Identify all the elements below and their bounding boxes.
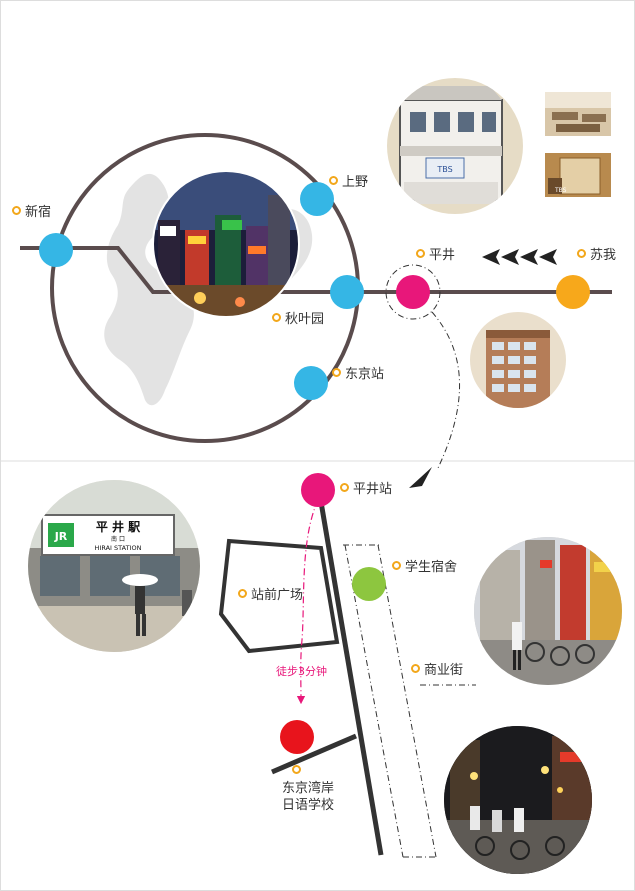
label-akihabara-text: 秋叶园 — [285, 312, 325, 327]
station-dot-hirai — [396, 275, 430, 309]
label-hirai: 平井 — [416, 248, 455, 264]
walk-route — [296, 499, 319, 705]
building-sign-text: TBS — [436, 165, 452, 174]
label-hirai-station: 平井站 — [340, 482, 392, 498]
street-day-photo — [474, 537, 622, 685]
place-marker-icon — [392, 561, 401, 570]
zoom-connector — [431, 311, 460, 469]
place-marker-icon — [238, 589, 247, 598]
station-marker-icon — [416, 249, 425, 258]
side-street — [271, 733, 357, 775]
label-school-line1: 东京湾岸 — [282, 781, 335, 796]
label-shinjuku-text: 新宿 — [25, 205, 52, 220]
school-dot — [280, 720, 314, 754]
direction-arrows — [482, 249, 557, 265]
main-street — [317, 495, 384, 856]
dormitory-dot — [352, 567, 386, 601]
label-station-square-text: 站前广场 — [251, 588, 304, 603]
hirai-station-photo: JR 平 井 駅 南 口 HIRAI STATION — [28, 480, 200, 652]
station-sign-sub: 南 口 — [111, 535, 125, 543]
entrance-sign-text: TBS — [554, 187, 567, 194]
label-shopping-street-text: 商业街 — [424, 663, 464, 678]
label-school-line2: 日语学校 — [282, 798, 335, 813]
label-ueno: 上野 — [329, 175, 368, 191]
label-school-marker — [292, 764, 305, 780]
station-dot-ueno — [300, 182, 334, 216]
station-dot-soga — [556, 275, 590, 309]
station-marker-icon — [12, 206, 21, 215]
label-akihabara: 秋叶园 — [272, 312, 324, 328]
station-marker-icon — [329, 176, 338, 185]
label-hirai-text: 平井 — [429, 248, 456, 263]
station-marker-icon — [577, 249, 586, 258]
label-dormitory-text: 学生宿舍 — [405, 560, 458, 575]
label-shopping-street: 商业街 — [411, 663, 463, 679]
place-marker-icon — [411, 664, 420, 673]
label-ueno-text: 上野 — [342, 175, 369, 190]
hirai-highlight-ring — [385, 264, 441, 320]
station-sign-en: HIRAI STATION — [95, 544, 142, 552]
station-dot-tokyo — [294, 366, 328, 400]
station-marker-icon — [332, 368, 341, 377]
zoom-arrowhead — [409, 467, 432, 488]
label-soga: 苏我 — [577, 248, 616, 264]
street-night-photo — [444, 726, 592, 874]
label-hirai-station-text: 平井站 — [353, 482, 393, 497]
station-dot-akihabara — [330, 275, 364, 309]
station-marker-icon — [272, 313, 281, 322]
label-dormitory: 学生宿舍 — [392, 560, 457, 576]
label-walk-time: 徒步3分钟 — [276, 665, 327, 678]
classroom-photo — [545, 92, 611, 136]
station-marker-icon — [340, 483, 349, 492]
station-square-outline — [218, 538, 340, 654]
label-station-square: 站前广场 — [238, 588, 303, 604]
shopping-street-lines — [343, 544, 476, 858]
label-soga-text: 苏我 — [590, 248, 617, 263]
place-marker-icon — [292, 765, 301, 774]
entrance-photo: TBS — [545, 153, 611, 197]
school-building-photo: TBS — [387, 78, 523, 214]
hirai-building-photo — [470, 312, 566, 408]
jr-logo-text: JR — [54, 530, 68, 543]
hirai-station-dot — [301, 473, 335, 507]
station-sign-title: 平 井 駅 — [96, 519, 141, 534]
label-shinjuku: 新宿 — [12, 205, 51, 221]
label-tokyo-station-text: 东京站 — [345, 367, 385, 382]
label-tokyo-station: 东京站 — [332, 367, 384, 383]
station-dot-shinjuku — [39, 233, 73, 267]
